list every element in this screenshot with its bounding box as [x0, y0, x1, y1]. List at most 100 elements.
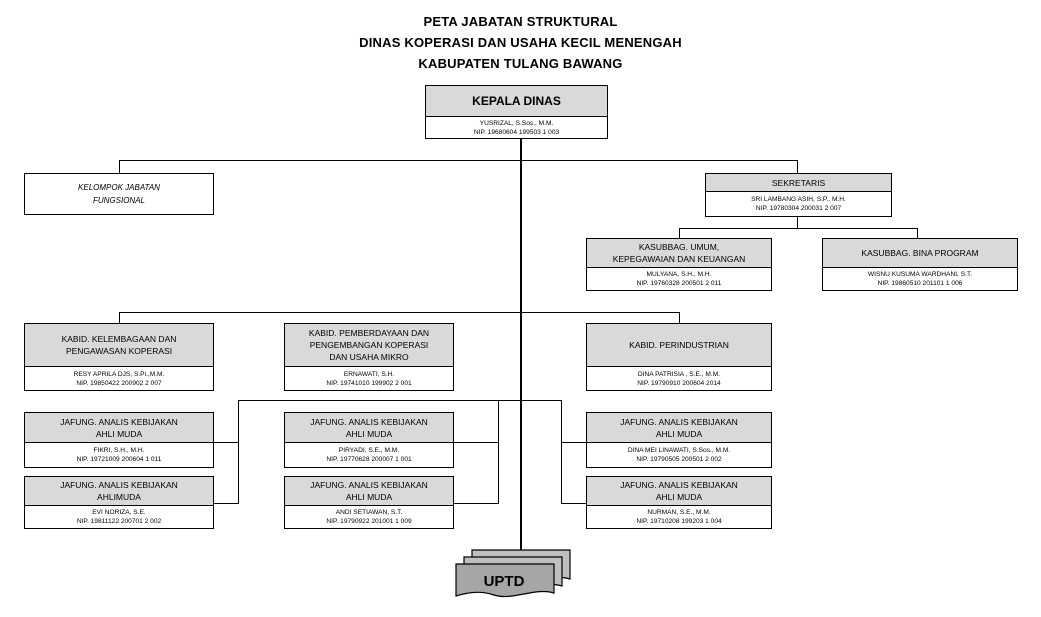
jafung-6-nip: NIP. 19710208 199203 1 004 — [636, 518, 722, 525]
jafung-3-title-2: AHLI MUDA — [345, 428, 393, 439]
sekretaris-head: SEKRETARIS — [706, 174, 891, 192]
uptd-front-sheet — [455, 563, 555, 598]
kepala-dinas-title: KEPALA DINAS — [472, 94, 561, 108]
kabid-perindustrian-box: KABID. PERINDUSTRIAN DINA PATRISIA , S.E… — [586, 323, 772, 391]
jafung-right-vertical — [561, 400, 562, 504]
uptd-shape: UPTD — [455, 549, 571, 598]
title-line-3: KABUPATEN TULANG BAWANG — [418, 56, 623, 71]
kasubbag-program-nip: NIP. 19860510 201101 1 006 — [877, 280, 963, 287]
kabid-kelembagaan-head: KABID. KELEMBAGAAN DAN PENGAWASAN KOPERA… — [25, 324, 213, 367]
kabid-horizontal-connector — [119, 312, 680, 313]
title-line-1: PETA JABATAN STRUKTURAL — [423, 14, 618, 29]
kasubbag-horizontal-connector — [679, 228, 918, 229]
kasubbag-program-name: WISNU KUSUMA WARDHANI, S.T. — [867, 271, 973, 278]
jafung-4-title-2: AHLI MUDA — [345, 492, 393, 502]
kabid-3-connector — [679, 312, 680, 323]
kasubbag-umum-title-2: KEPEGAWAIAN DAN KEUANGAN — [612, 254, 746, 264]
kepala-dinas-nip: NIP. 19680604 199503 1 003 — [473, 128, 560, 136]
fungsional-connector — [119, 160, 120, 173]
kasubbag-umum-box: KASUBBAG. UMUM, KEPEGAWAIAN DAN KEUANGAN… — [586, 238, 772, 291]
jafung-1-nip: NIP. 19721009 200604 1 011 — [76, 456, 162, 463]
fungsional-line-1: KELOMPOK JABATAN — [78, 183, 160, 192]
kabid-pemberdayaan-head: KABID. PEMBERDAYAAN DAN PENGEMBANGAN KOP… — [285, 324, 453, 367]
sekretaris-body: SRI LAMBANG ASIH, S.P., M.H. NIP. 197803… — [706, 192, 891, 216]
jafung-5-title-2: AHLI MUDA — [655, 428, 703, 439]
jafung-6-branch — [561, 503, 586, 504]
kepala-dinas-box: KEPALA DINAS YUSRIZAL, S.Sos., M.M. NIP.… — [425, 85, 608, 139]
kabid-kelembagaan-title-2: PENGAWASAN KOPERASI — [65, 346, 173, 356]
jafung-4-head: JAFUNG. ANALIS KEBIJAKAN AHLI MUDA — [285, 477, 453, 506]
kabid-1-connector — [119, 312, 120, 323]
jafung-6-name: NURMAN, S.E., M.M. — [647, 509, 711, 516]
kasubbag-umum-nip: NIP. 19760328 200501 2 011 — [636, 280, 722, 287]
jafung-5-body: DINA MEI LINAWATI, S.Sos., M.M. NIP. 197… — [587, 443, 771, 467]
jafung-5-box: JAFUNG. ANALIS KEBIJAKAN AHLI MUDA DINA … — [586, 412, 772, 468]
jafung-2-body: EVI NORIZA, S.E. NIP. 19811122 200701 2 … — [25, 506, 213, 528]
kabid-perindustrian-title: KABID. PERINDUSTRIAN — [629, 340, 729, 350]
jafung-6-title-1: JAFUNG. ANALIS KEBIJAKAN — [620, 480, 738, 490]
jafung-2-box: JAFUNG. ANALIS KEBIJAKAN AHLIMUDA EVI NO… — [24, 476, 214, 529]
jafung-2-title-1: JAFUNG. ANALIS KEBIJAKAN — [60, 480, 178, 490]
uptd-label: UPTD — [484, 573, 525, 590]
jafung-4-body: ANDI SETIAWAN, S.T. NIP. 19790922 201001… — [285, 506, 453, 528]
kabid-kelembagaan-nip: NIP. 19850422 200902 2 007 — [76, 379, 162, 387]
jafung-4-branch — [454, 503, 499, 504]
jafung-horizontal-connector — [238, 400, 562, 401]
jafung-5-head: JAFUNG. ANALIS KEBIJAKAN AHLI MUDA — [587, 413, 771, 443]
jafung-6-title-2: AHLI MUDA — [655, 492, 703, 502]
kabid-pemberdayaan-nip: NIP. 19741010 199902 2 001 — [326, 379, 412, 387]
jafung-6-head: JAFUNG. ANALIS KEBIJAKAN AHLI MUDA — [587, 477, 771, 506]
jafung-mid-vertical — [498, 400, 499, 504]
jafung-1-title-2: AHLI MUDA — [95, 428, 143, 439]
kabid-perindustrian-name: DINA PATRISIA , S.E., M.M. — [637, 370, 721, 378]
jafung-2-branch — [214, 503, 239, 504]
jafung-1-body: FIKRI, S.H., M.H. NIP. 19721009 200604 1… — [25, 443, 213, 467]
kasubbag-program-body: WISNU KUSUMA WARDHANI, S.T. NIP. 1986051… — [823, 268, 1017, 290]
kasubbag-umum-name: MULYANA, S.H., M.H. — [646, 271, 712, 278]
jafung-1-name: FIKRI, S.H., M.H. — [93, 447, 145, 454]
kasubbag-umum-connector — [679, 228, 680, 238]
jafung-2-head: JAFUNG. ANALIS KEBIJAKAN AHLIMUDA — [25, 477, 213, 506]
jafung-3-name: PIRYADI, S.E., M.M. — [338, 447, 400, 454]
jafung-3-nip: NIP. 19770628 200007 1 001 — [326, 456, 412, 463]
sekretaris-down-connector — [797, 216, 798, 229]
jafung-1-branch — [214, 442, 239, 443]
jafung-4-name: ANDI SETIAWAN, S.T. — [335, 509, 403, 516]
kasubbag-umum-head: KASUBBAG. UMUM, KEPEGAWAIAN DAN KEUANGAN — [587, 239, 771, 268]
jafung-3-head: JAFUNG. ANALIS KEBIJAKAN AHLI MUDA — [285, 413, 453, 443]
jafung-6-box: JAFUNG. ANALIS KEBIJAKAN AHLI MUDA NURMA… — [586, 476, 772, 529]
top-horizontal-connector — [119, 160, 798, 161]
kabid-kelembagaan-title-1: KABID. KELEMBAGAAN DAN — [61, 334, 177, 344]
jafung-4-title-1: JAFUNG. ANALIS KEBIJAKAN — [310, 480, 428, 490]
kasubbag-program-box: KASUBBAG. BINA PROGRAM WISNU KUSUMA WARD… — [822, 238, 1018, 291]
kabid-perindustrian-body: DINA PATRISIA , S.E., M.M. NIP. 19790910… — [587, 367, 771, 390]
jafung-left-vertical — [238, 400, 239, 504]
jafung-4-box: JAFUNG. ANALIS KEBIJAKAN AHLI MUDA ANDI … — [284, 476, 454, 529]
kasubbag-program-title: KASUBBAG. BINA PROGRAM — [861, 248, 979, 258]
sekretaris-connector — [797, 160, 798, 173]
kasubbag-umum-body: MULYANA, S.H., M.H. NIP. 19760328 200501… — [587, 268, 771, 290]
fungsional-line-2: FUNGSIONAL — [92, 196, 145, 205]
jafung-1-title-1: JAFUNG. ANALIS KEBIJAKAN — [60, 416, 178, 427]
main-vertical-connector — [520, 138, 522, 560]
jafung-5-nip: NIP. 19790505 200501 2 002 — [636, 456, 722, 463]
kasubbag-umum-title-1: KASUBBAG. UMUM, — [638, 242, 720, 252]
sekretaris-title: SEKRETARIS — [771, 177, 826, 188]
jafung-3-box: JAFUNG. ANALIS KEBIJAKAN AHLI MUDA PIRYA… — [284, 412, 454, 468]
title-line-2: DINAS KOPERASI DAN USAHA KECIL MENENGAH — [359, 35, 682, 50]
kabid-pemberdayaan-name: ERNAWATI, S.H. — [343, 370, 395, 378]
kabid-kelembagaan-box: KABID. KELEMBAGAAN DAN PENGAWASAN KOPERA… — [24, 323, 214, 391]
jafung-2-title-2: AHLIMUDA — [97, 492, 141, 502]
sekretaris-box: SEKRETARIS SRI LAMBANG ASIH, S.P., M.H. … — [705, 173, 892, 217]
kabid-perindustrian-head: KABID. PERINDUSTRIAN — [587, 324, 771, 367]
sekretaris-name: SRI LAMBANG ASIH, S.P., M.H. — [751, 196, 846, 203]
jafung-5-title-1: JAFUNG. ANALIS KEBIJAKAN — [620, 416, 738, 427]
kabid-pemberdayaan-title-3: DAN USAHA MIKRO — [329, 352, 409, 362]
jafung-2-name: EVI NORIZA, S.E. — [92, 509, 146, 516]
kabid-pemberdayaan-title-1: KABID. PEMBERDAYAAN DAN — [308, 328, 430, 338]
jafung-1-head: JAFUNG. ANALIS KEBIJAKAN AHLI MUDA — [25, 413, 213, 443]
jafung-5-branch — [561, 442, 586, 443]
jafung-2-nip: NIP. 19811122 200701 2 002 — [76, 518, 162, 525]
kepala-dinas-head: KEPALA DINAS — [426, 86, 607, 117]
